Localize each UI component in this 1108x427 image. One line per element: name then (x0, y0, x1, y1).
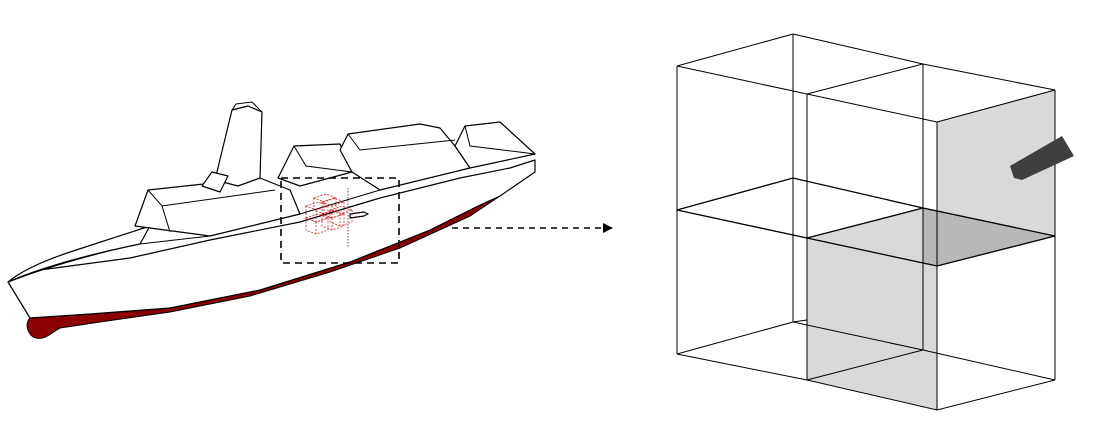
warship-icon (7, 101, 536, 339)
zoom-region-box (280, 177, 400, 264)
hull-side (7, 159, 536, 319)
forecastle (7, 225, 151, 283)
projectile-on-hull (349, 211, 369, 219)
interior-wall-panel-2 (807, 208, 923, 380)
compartment-cube (676, 33, 1056, 411)
compartment-cell (312, 193, 338, 215)
compartment-cell (328, 205, 354, 227)
compartment-cell (304, 213, 330, 235)
compartment-grid (304, 193, 354, 235)
projectile-arrow-icon (1010, 136, 1074, 180)
